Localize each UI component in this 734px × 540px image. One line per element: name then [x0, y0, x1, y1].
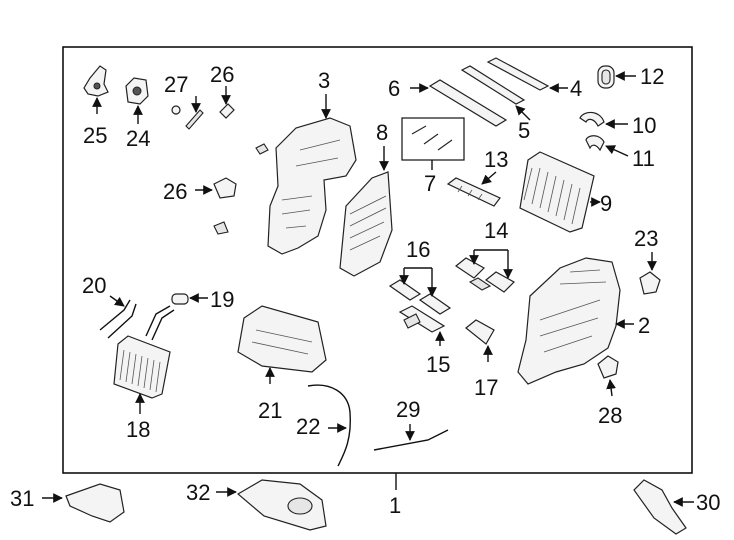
part-26-clip-mid[interactable] — [213, 177, 237, 235]
callout-22: 22 — [296, 414, 320, 439]
callout-6: 6 — [388, 76, 400, 101]
callout-21: 21 — [258, 398, 282, 423]
callout-13: 13 — [484, 147, 508, 172]
callout-16: 16 — [406, 237, 430, 262]
part-22-drain-hose[interactable] — [307, 384, 352, 467]
part-6-seal[interactable] — [428, 79, 508, 127]
part-20-pipes[interactable] — [99, 299, 175, 341]
callout-2: 2 — [638, 313, 650, 338]
callout-8: 8 — [376, 120, 388, 145]
part-5-seal[interactable] — [460, 65, 526, 105]
callout-26-top: 26 — [210, 62, 234, 87]
part-26-pin-top[interactable] — [219, 103, 235, 119]
part-32-duct[interactable] — [236, 479, 327, 531]
callout-28: 28 — [598, 403, 622, 428]
part-4-seal[interactable] — [486, 57, 550, 91]
callout-17: 17 — [474, 375, 498, 400]
callout-11: 11 — [632, 146, 655, 171]
callout-10: 10 — [632, 113, 656, 138]
part-13-sensor[interactable] — [446, 177, 501, 207]
part-14-doors[interactable] — [454, 257, 515, 293]
callout-27: 27 — [164, 72, 188, 97]
part-28-actuator[interactable] — [597, 355, 619, 379]
part-10-hose[interactable] — [579, 111, 605, 127]
callout-29: 29 — [396, 397, 420, 422]
callout-9: 9 — [600, 191, 612, 216]
part-25-actuator[interactable] — [83, 65, 109, 97]
part-17-door[interactable] — [465, 319, 495, 345]
part-23-bracket[interactable] — [639, 271, 661, 295]
part-18-heater-core[interactable] — [113, 335, 171, 399]
callout-7: 7 — [424, 171, 436, 196]
part-19-gasket[interactable] — [171, 293, 189, 305]
part-9-cabin-filter[interactable] — [519, 151, 595, 233]
part-24-motor[interactable] — [125, 77, 149, 105]
part-3-upper-housing[interactable] — [255, 117, 357, 255]
part-8-filter-housing[interactable] — [339, 171, 393, 277]
callout-19: 19 — [210, 287, 234, 312]
callout-1: 1 — [389, 493, 401, 518]
part-11-hose[interactable] — [585, 135, 605, 152]
part-31-duct[interactable] — [65, 483, 125, 523]
callout-20: 20 — [82, 273, 106, 298]
part-15-link[interactable] — [398, 305, 446, 333]
callout-32: 32 — [186, 480, 210, 505]
part-7-pins[interactable] — [401, 117, 465, 161]
callout-31: 31 — [10, 486, 34, 511]
callout-4: 4 — [570, 76, 582, 101]
callout-25: 25 — [83, 123, 107, 148]
callout-14: 14 — [484, 218, 508, 243]
assembly-frame — [62, 46, 693, 474]
callout-18: 18 — [126, 417, 150, 442]
part-30-duct[interactable] — [633, 479, 687, 535]
callout-12: 12 — [640, 64, 664, 89]
callout-15: 15 — [426, 352, 450, 377]
callout-24: 24 — [126, 126, 150, 151]
callout-3: 3 — [318, 68, 330, 93]
part-2-lower-housing[interactable] — [517, 257, 621, 385]
callout-26-mid: 26 — [163, 179, 187, 204]
part-21-tray[interactable] — [237, 305, 327, 373]
part-16-doors[interactable] — [388, 279, 452, 315]
part-12-grommet[interactable] — [597, 65, 615, 89]
part-29-pipe[interactable] — [373, 429, 449, 451]
part-27-screw[interactable] — [171, 105, 204, 130]
callout-30: 30 — [696, 490, 720, 515]
callout-23: 23 — [634, 226, 658, 251]
callout-5: 5 — [518, 118, 530, 143]
